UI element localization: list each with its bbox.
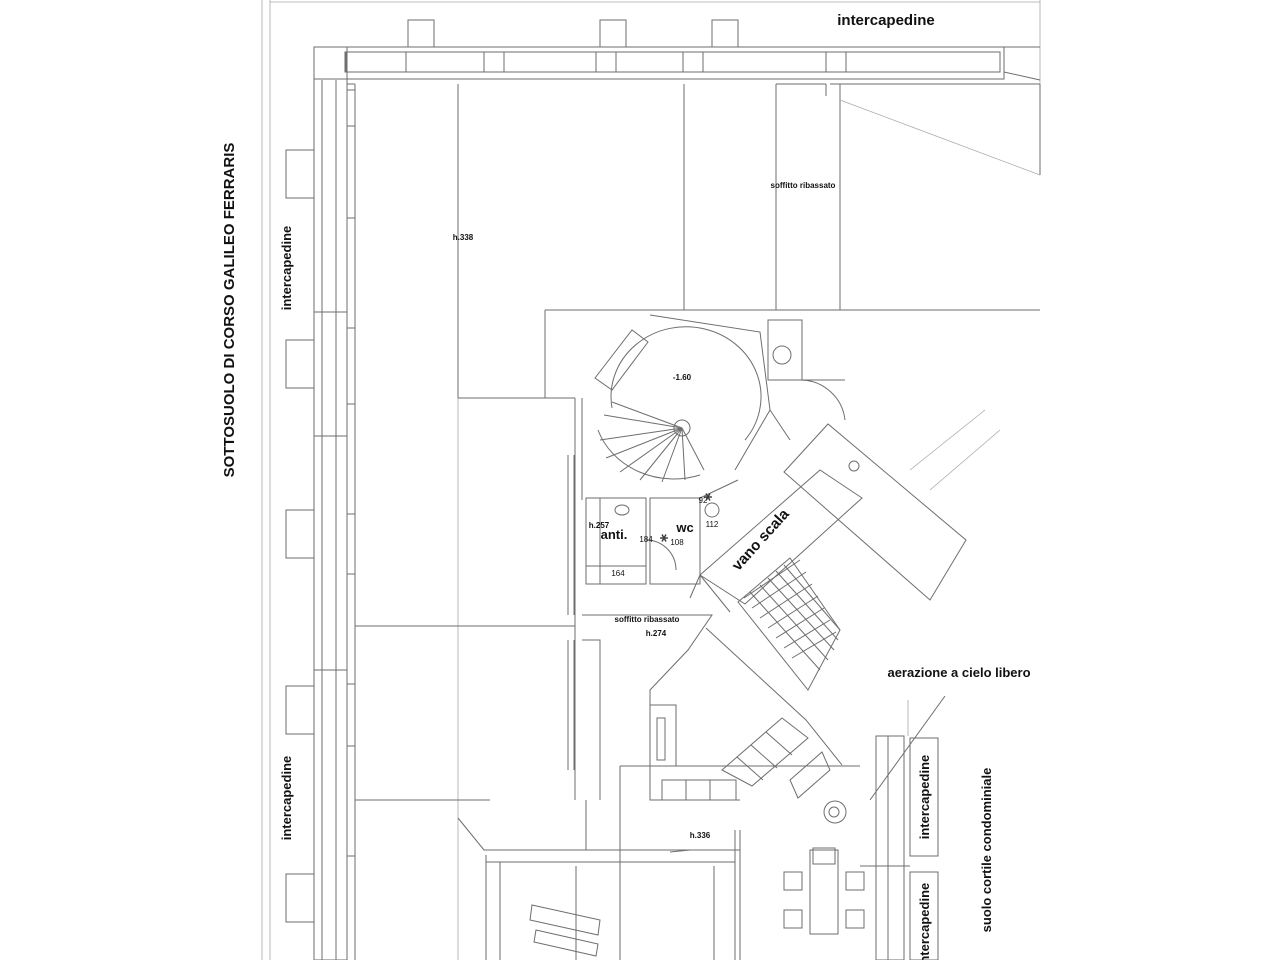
label-dim-108: 108 (670, 538, 684, 547)
label-wc: wc (675, 520, 693, 535)
label-h257: h.257 (589, 521, 610, 530)
lower-corridor (567, 614, 843, 801)
label-anti: anti. (601, 527, 628, 542)
label-h274: h.274 (646, 629, 667, 638)
outer-boundary (261, 0, 1041, 960)
vano-scala (689, 409, 1001, 691)
label-dim-184: 184 (639, 535, 653, 544)
left-wall (285, 46, 356, 960)
label-intercapedine-right-1: intercapedine (917, 755, 932, 840)
marker-asterisks (660, 493, 712, 542)
label-soffitto-mid: soffitto ribassato (615, 615, 680, 624)
anti-wc-block (567, 455, 739, 615)
label-dim-112: 112 (706, 520, 719, 529)
label-dim-92: 92 (699, 496, 708, 505)
label-aerazione: aerazione a cielo libero (887, 665, 1030, 680)
label-dim-164: 164 (611, 569, 625, 578)
right-intercapedine (860, 695, 946, 960)
label-street: SOTTOSUOLO DI CORSO GALILEO FERRARIS (221, 143, 238, 478)
label-intercapedine-right-2: intercapedine (917, 883, 932, 960)
label-soffitto-top: soffitto ribassato (771, 181, 836, 190)
room-partitions (354, 83, 1041, 960)
corner-wc (767, 319, 846, 421)
lower-room (457, 800, 741, 960)
top-wall (313, 19, 1041, 85)
label-h338: h.338 (453, 233, 474, 242)
plan-labels: intercapedine intercapedine intercapedin… (221, 12, 1031, 960)
label-h336: h.336 (690, 831, 711, 840)
label-intercapedine-left-1: intercapedine (279, 226, 294, 311)
label-intercapedine-top: intercapedine (837, 12, 935, 29)
label-courtyard: suolo cortile condominiale (979, 768, 994, 933)
dining-table (783, 800, 865, 935)
spiral-stair (594, 314, 791, 483)
label-level: -1.60 (673, 373, 692, 382)
kitchen (619, 717, 860, 960)
label-intercapedine-left-2: intercapedine (279, 756, 294, 841)
